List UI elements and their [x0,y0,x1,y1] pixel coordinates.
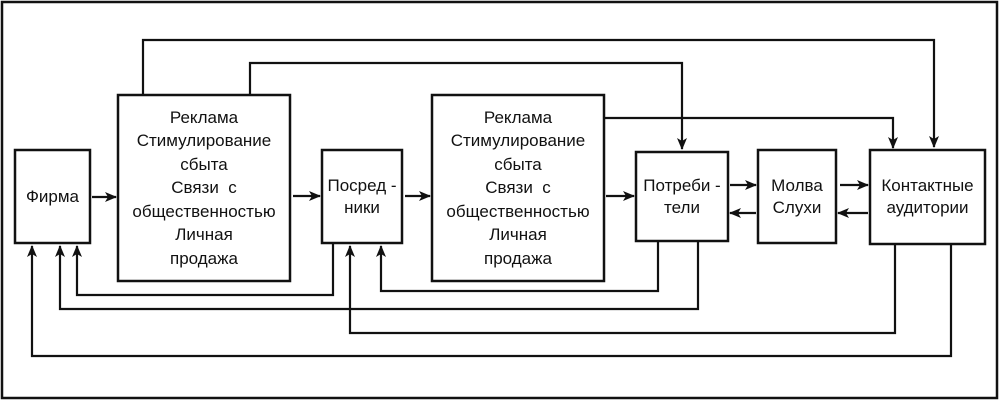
promo1-line: Стимулирование [136,131,272,151]
edge-consumers-intermediaries [376,242,660,293]
promo1-line: Личная [175,225,233,245]
promo1-node: Реклама Стимулирование сбыта Связи с общ… [118,95,290,281]
promo1-line: Связи с [171,178,237,198]
promo2-node: Реклама Стимулирование сбыта Связи с общ… [432,95,604,281]
promo1-line: продажа [170,248,238,268]
edge-audiences-intermediaries [345,245,897,335]
consumers-line: Потреби - [643,175,721,195]
firm-node: Фирма [15,150,90,243]
edge-audiences-firm [27,245,953,358]
edge-intermediaries-firm [72,244,335,297]
consumers-box [634,150,730,243]
audiences-line: аудитории [886,198,969,217]
consumers-node: Потреби - тели [636,152,728,241]
promo1-box [116,93,292,283]
promo2-line: сбыта [494,154,542,174]
promo2-line: продажа [484,248,552,268]
rumors-line: Слухи [772,197,822,217]
edge-promo2-audiences [605,116,898,149]
promo2-line: Стимулирование [450,131,586,151]
promo2-line: Реклама [483,107,553,127]
promo2-box [430,93,606,283]
rumors-box [756,148,838,245]
promo2-line: Связи с [485,178,551,198]
promo1-line: общественностью [132,201,276,221]
promo2-line: Личная [489,225,547,245]
audiences-node: Контактные аудитории [870,150,985,244]
promo1-line: сбыта [180,154,228,174]
intermediaries-line: Посред - [327,175,397,195]
audiences-box [868,148,987,246]
rumors-node: Молва Слухи [758,150,836,243]
edge-promo1-audiences [141,38,939,148]
intermediaries-node: Посред - ники [322,150,402,243]
rumors-line: Молва [771,175,823,195]
firm-label: Фирма [25,186,80,206]
promo2-line: общественностью [446,201,590,221]
edge-consumers-firm [55,242,700,311]
intermediaries-box [320,148,404,245]
consumers-line: тели [664,197,700,217]
firm-box [13,148,92,245]
intermediaries-line: ники [344,197,380,217]
audiences-line: Контактные [881,176,974,195]
edge-promo1-consumers [248,61,687,150]
promo1-line: Реклама [169,107,239,127]
